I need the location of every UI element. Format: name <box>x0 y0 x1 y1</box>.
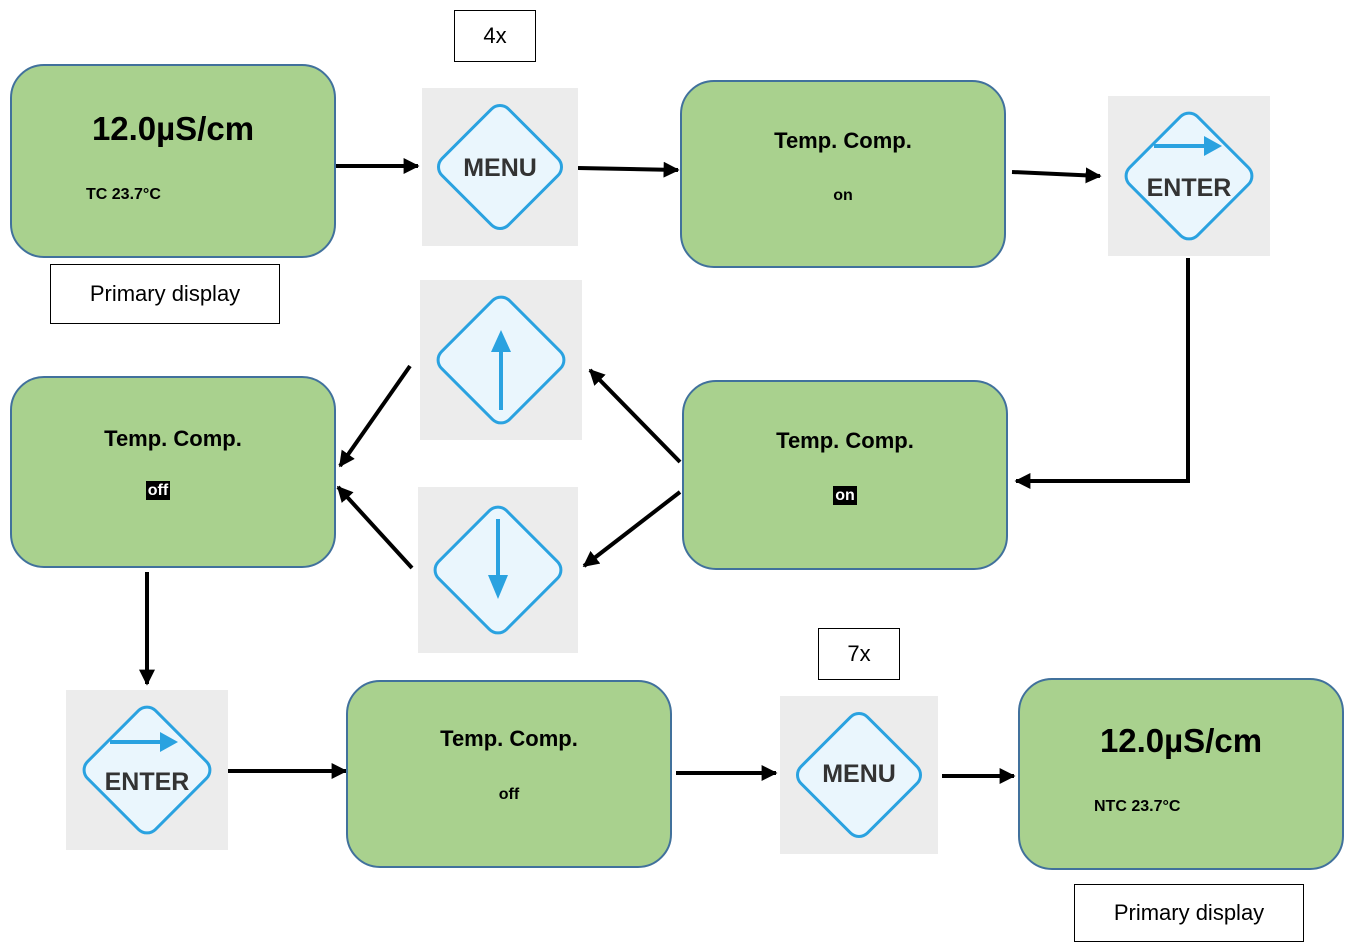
temp-comp-screen-on: Temp. Comp. on <box>680 80 1006 268</box>
menu-key-icon <box>437 104 563 230</box>
enter-key-second: ENTER <box>66 690 228 850</box>
temp-comp-screen-off: Temp. Comp. off <box>346 680 672 868</box>
menu-key-label: MENU <box>822 760 896 788</box>
screen-title: Temp. Comp. <box>776 428 914 453</box>
menu-key-first: MENU <box>422 88 578 246</box>
screen-value-highlighted: off <box>0 481 334 500</box>
primary-display-caption-start: Primary display <box>50 264 280 324</box>
screen-value: off <box>498 786 520 803</box>
enter-key-icon <box>82 705 212 835</box>
enter-key-icon <box>1124 111 1254 241</box>
arrow-menu-to-temp-on <box>577 161 680 178</box>
temp-comp-screen-on-select: Temp. Comp. on <box>682 380 1008 570</box>
enter-key-label: ENTER <box>104 768 190 796</box>
up-key <box>420 280 582 440</box>
screen-value-highlighted: on <box>684 486 1006 505</box>
conductivity-reading: 12.0µS/cm <box>1099 722 1263 759</box>
arrow-up-to-temp-off-select <box>338 364 412 468</box>
arrow-down-to-temp-off-select <box>336 485 414 570</box>
screen-title: Temp. Comp. <box>440 726 578 751</box>
primary-display-screen-end: 12.0µS/cm NTC 23.7°C <box>1018 678 1344 870</box>
screen-value: on <box>833 187 853 204</box>
down-arrow-icon <box>433 505 563 635</box>
temperature-status: NTC 23.7°C <box>1094 798 1181 815</box>
press-count-label-first: 4x <box>454 10 536 62</box>
temp-comp-screen-off-select: Temp. Comp. off <box>10 376 336 568</box>
right-arrow-icon <box>1154 136 1222 156</box>
highlighted-value: on <box>833 486 857 505</box>
arrow-temp-on-to-enter <box>1011 167 1102 184</box>
screen-title: Temp. Comp. <box>104 426 242 451</box>
press-count-label-second: 7x <box>818 628 900 680</box>
primary-display-screen-start: 12.0µS/cm TC 23.7°C <box>10 64 336 258</box>
right-arrow-icon <box>110 732 178 752</box>
menu-key-second: MENU <box>780 696 938 854</box>
temperature-status: TC 23.7°C <box>86 186 161 203</box>
enter-key-label: ENTER <box>1146 174 1232 202</box>
screen-title: Temp. Comp. <box>774 128 912 153</box>
up-arrow-icon <box>436 295 566 425</box>
down-key <box>418 487 578 653</box>
conductivity-reading: 12.0µS/cm <box>91 110 255 147</box>
primary-display-caption-end: Primary display <box>1074 884 1304 942</box>
menu-key-label: MENU <box>463 154 537 182</box>
highlighted-value: off <box>145 481 171 500</box>
arrow-temp-on-select-to-down <box>582 490 682 568</box>
menu-key-icon <box>796 712 922 838</box>
arrow-enter-to-temp-on-select <box>1014 258 1190 489</box>
enter-key-first: ENTER <box>1108 96 1270 256</box>
arrow-temp-on-select-to-up <box>588 368 682 464</box>
